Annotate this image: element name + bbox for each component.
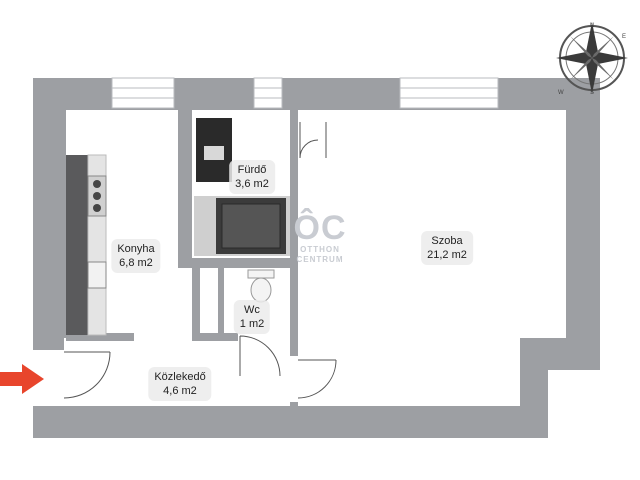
room-area-konyha: 6,8 m2 bbox=[119, 257, 153, 269]
door-room bbox=[297, 359, 337, 399]
room-name-furdo: Fürdő bbox=[237, 164, 267, 176]
door-entry bbox=[63, 351, 111, 399]
room-name-wc: Wc bbox=[244, 304, 260, 316]
room-label-konyha: Konyha 6,8 m2 bbox=[111, 239, 161, 273]
compass-letter-e: E bbox=[622, 34, 626, 40]
compass-letter-n: N bbox=[590, 23, 594, 29]
watermark: ÔC OTTHON CENTRUM bbox=[294, 211, 347, 265]
wall-kitchen-bath bbox=[178, 108, 192, 268]
window-bath bbox=[253, 77, 283, 109]
windows bbox=[111, 77, 499, 109]
compass-letter-s: S bbox=[590, 90, 594, 96]
room-name-szoba: Szoba bbox=[431, 235, 463, 247]
room-area-wc: 1 m2 bbox=[239, 318, 265, 330]
room-label-kozlekedo: Közlekedő 4,6 m2 bbox=[148, 367, 212, 401]
room-area-kozlekedo: 4,6 m2 bbox=[163, 385, 197, 397]
room-name-konyha: Konyha bbox=[117, 243, 155, 255]
toilet bbox=[247, 269, 275, 303]
watermark-line2: CENTRUM bbox=[296, 255, 344, 264]
wall-wc-bottom bbox=[192, 333, 238, 341]
door-bath-double bbox=[299, 122, 327, 159]
room-label-furdo: Fürdő 3,6 m2 bbox=[229, 160, 275, 194]
watermark-logo: ÔC bbox=[293, 209, 347, 247]
wall-hall-right bbox=[290, 338, 298, 358]
room-area-furdo: 3,6 m2 bbox=[235, 178, 269, 190]
room-area-szoba: 21,2 m2 bbox=[427, 249, 467, 261]
bathroom-fixtures bbox=[194, 118, 290, 256]
wall-wc-left-inner bbox=[218, 268, 224, 338]
wall-hall-right-low bbox=[290, 400, 298, 408]
wall-kitchen-bottom bbox=[66, 333, 134, 341]
doors bbox=[63, 122, 337, 399]
wall-wc-left bbox=[192, 268, 200, 338]
room-name-kozlekedo: Közlekedő bbox=[154, 371, 206, 383]
window-room bbox=[399, 77, 499, 109]
compass-letter-w: W bbox=[558, 90, 564, 96]
room-label-wc: Wc 1 m2 bbox=[233, 300, 271, 334]
wall-bath-bottom bbox=[178, 258, 298, 268]
window-kitchen bbox=[111, 77, 175, 109]
room-label-szoba: Szoba 21,2 m2 bbox=[421, 231, 473, 265]
sink bbox=[87, 261, 107, 289]
wall-wc-right bbox=[290, 268, 298, 338]
compass-icon: N E S W bbox=[556, 22, 628, 96]
walls bbox=[33, 78, 600, 438]
watermark-line1: OTTHON bbox=[300, 245, 340, 254]
door-wc bbox=[239, 335, 281, 377]
entry-arrow-icon bbox=[0, 364, 44, 394]
outer-wall bbox=[33, 78, 600, 438]
wall-bath-right bbox=[290, 108, 298, 268]
kitchen-counter bbox=[66, 154, 107, 336]
